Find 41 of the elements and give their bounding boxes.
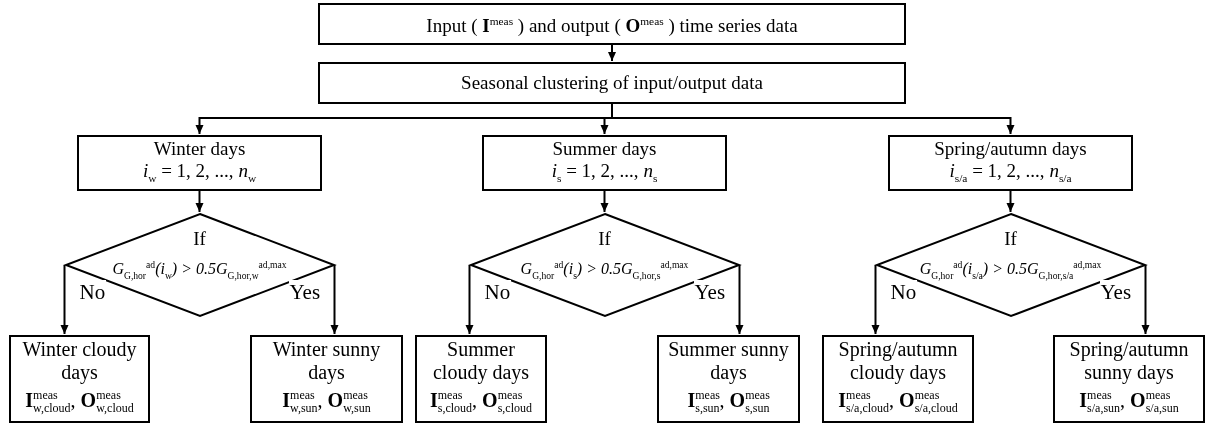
arrow (1141, 264, 1150, 335)
box-title: Summer sunny days (667, 338, 790, 385)
result-box (250, 335, 403, 423)
process-box (318, 3, 906, 45)
process-box (888, 135, 1133, 191)
result-box (1053, 335, 1205, 423)
result-box (9, 335, 150, 423)
decision-diamond (469, 213, 740, 317)
condition-keyword: If (598, 227, 611, 251)
box-title: Spring/autumn days (934, 137, 1087, 160)
process-box (77, 135, 322, 191)
box-formula: i$_{s}$ = 1, 2, ..., n$_{s}$ (551, 159, 658, 186)
box-title: Summer days (552, 137, 657, 160)
process-box (482, 135, 727, 191)
result-box (415, 335, 547, 423)
arrow (60, 264, 69, 335)
box-formula: i$_{w}$ = 1, 2, ..., n$_{w}$ (142, 159, 257, 186)
arrow (1006, 190, 1015, 213)
box-formula: i$_{s/a}$ = 1, 2, ..., n$_{s/a}$ (949, 159, 1072, 186)
arrow (608, 44, 616, 62)
arrow (195, 190, 204, 213)
arrow (871, 264, 880, 335)
arrow (330, 264, 339, 335)
condition-keyword: If (1004, 227, 1017, 251)
arrow (735, 264, 744, 335)
process-box (318, 62, 906, 104)
decision-diamond (64, 213, 335, 317)
arrow (465, 264, 474, 335)
decision-diamond (875, 213, 1146, 317)
box-title: Seasonal clustering of input/output data (461, 72, 763, 94)
arrow (600, 190, 609, 213)
result-box (822, 335, 974, 423)
box-title: Spring/autumn sunny days (1068, 338, 1190, 385)
box-title: Input ( I$^{meas}$ ) and output ( O$^{meas}$ ) time series data (426, 14, 798, 38)
box-title: Summer cloudy days (431, 338, 531, 385)
condition-keyword: If (193, 227, 206, 251)
box-title: Winter cloudy days (21, 338, 138, 385)
box-title: Winter sunny days (271, 338, 382, 385)
result-box (657, 335, 800, 423)
box-title: Spring/autumn cloudy days (837, 338, 959, 385)
box-title: Winter days (153, 137, 246, 160)
